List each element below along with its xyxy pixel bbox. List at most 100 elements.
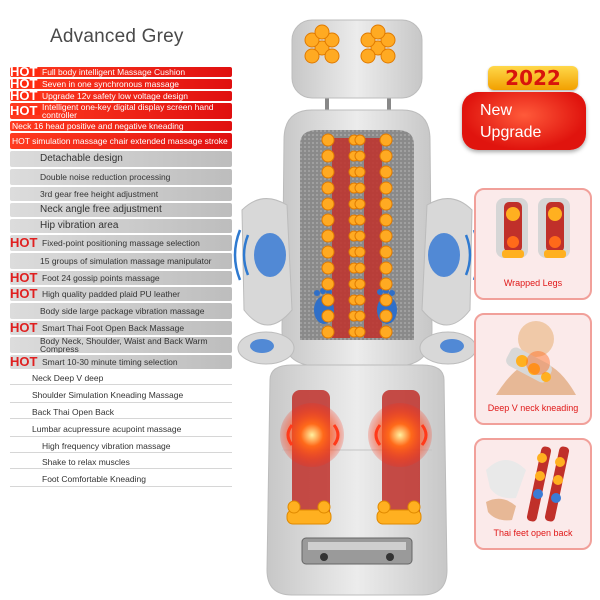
feature-text: Neck 16 head positive and negative knead… [12, 121, 184, 131]
massage-node [379, 229, 393, 243]
panel-deep-v-neck: Deep V neck kneading [474, 313, 592, 425]
feature-row: Neck 16 head positive and negative knead… [10, 121, 232, 131]
feature-text: Body side large package vibration massag… [40, 306, 205, 316]
upgrade-badge: New Upgrade [462, 92, 586, 150]
massage-node [370, 40, 386, 56]
massage-node [379, 181, 393, 195]
massage-node [321, 229, 335, 243]
feature-text: Foot 24 gossip points massage [42, 273, 160, 283]
massage-node [321, 325, 335, 339]
feature-row: Lumbar acupressure acupoint massage [10, 421, 232, 437]
feature-row: Hip vibration area [10, 219, 232, 233]
hot-label: HOT [10, 287, 38, 301]
page-title: Advanced Grey [50, 26, 184, 47]
feature-text: Smart Thai Foot Open Back Massage [42, 323, 185, 333]
feature-text: Upgrade 12v safety low voltage design [42, 91, 189, 101]
heat-glow [280, 403, 344, 467]
heat-stripe [332, 138, 350, 338]
feature-text: Back Thai Open Back [32, 406, 115, 417]
wrapped-legs-illustration [496, 198, 570, 258]
massage-node [354, 198, 366, 210]
massage-node [354, 294, 366, 306]
control-knob [386, 553, 394, 561]
massage-cushion-illustration [232, 10, 482, 598]
massage-node [324, 32, 340, 48]
badge-line-new: New [480, 102, 513, 119]
feature-text: Double noise reduction processing [40, 172, 171, 182]
massage-node [354, 310, 366, 322]
hot-label: HOT [10, 235, 38, 250]
feature-row: HOT Smart 10-30 minute timing selection [10, 355, 232, 369]
massage-node [354, 166, 366, 178]
massage-node [304, 48, 320, 64]
massage-node [379, 197, 393, 211]
feature-text: Detachable design [40, 153, 123, 164]
feature-row: Double noise reduction processing [10, 169, 232, 185]
neck-kneading-illustration [496, 321, 576, 395]
massage-node [324, 48, 340, 64]
feature-row: HOT simulation massage chair extended ma… [10, 133, 232, 149]
feature-row: Foot Comfortable Kneading [10, 471, 232, 487]
hot-label: HOT [10, 355, 38, 369]
panel-thai-feet: Thai feet open back [474, 438, 592, 550]
massage-nodes [304, 24, 396, 339]
massage-node [314, 24, 330, 40]
massage-node [321, 245, 335, 259]
massage-node [380, 32, 396, 48]
feature-text: Lumbar acupressure acupoint massage [32, 423, 182, 434]
massage-node [321, 149, 335, 163]
hot-label: HOT [10, 104, 40, 117]
thai-feet-illustration [486, 446, 570, 522]
feature-row: HOT Fixed-point positioning massage selec… [10, 235, 232, 251]
hot-label: HOT [10, 271, 38, 285]
feature-text: 15 groups of simulation massage manipula… [40, 256, 212, 266]
control-box-strip [308, 542, 406, 550]
headrest-post [387, 80, 391, 120]
feature-row: HOT Foot 24 gossip points massage [10, 271, 232, 285]
feature-text: Seven in one synchronous massage [42, 79, 180, 89]
foot-nodes [286, 500, 422, 525]
massage-node [354, 150, 366, 162]
heat-stripe [364, 138, 382, 338]
feature-row: High frequency vibration massage [10, 439, 232, 453]
heat-ripple [374, 424, 382, 446]
massage-node [379, 309, 393, 323]
feature-text: Foot Comfortable Kneading [42, 473, 146, 484]
feature-text: Intelligent one-key digital display scre… [42, 103, 214, 119]
feature-text: Fixed-point positioning massage selectio… [42, 238, 200, 248]
massage-node [360, 48, 376, 64]
feature-text: Shake to relax muscles [42, 456, 130, 467]
massage-node [379, 293, 393, 307]
massage-node [379, 213, 393, 227]
heat-ripple [420, 424, 428, 446]
massage-node [379, 245, 393, 259]
hot-label: HOT [10, 321, 38, 335]
hot-label: HOT [10, 67, 40, 77]
hot-label: HOT [10, 79, 40, 89]
feature-row: Shake to relax muscles [10, 455, 232, 469]
massage-node [321, 197, 335, 211]
chair-svg [233, 19, 481, 596]
feature-row: HOT High quality padded plaid PU leather [10, 287, 232, 301]
massage-node [304, 32, 320, 48]
feature-text: Smart 10-30 minute timing selection [42, 357, 178, 367]
feature-text: Shoulder Simulation Kneading Massage [32, 389, 184, 400]
massage-node [314, 40, 330, 56]
feature-row: Body Neck, Shoulder, Waist and Back Warm… [10, 337, 232, 353]
heat-ripple [286, 424, 294, 446]
massage-node [354, 134, 366, 146]
feature-row: Body side large package vibration massag… [10, 303, 232, 319]
feature-text: High quality padded plaid PU leather [42, 289, 180, 299]
massage-node [379, 165, 393, 179]
feature-row: Neck angle free adjustment [10, 203, 232, 217]
feature-text: Hip vibration area [40, 220, 119, 231]
year-badge: 2022 [488, 66, 578, 90]
panel-wrapped-legs: Wrapped Legs [474, 188, 592, 300]
feature-row: Back Thai Open Back [10, 405, 232, 419]
feature-text: Neck angle free adjustment [40, 204, 162, 215]
vibration-waves [233, 229, 481, 353]
headrest-post [325, 80, 329, 120]
